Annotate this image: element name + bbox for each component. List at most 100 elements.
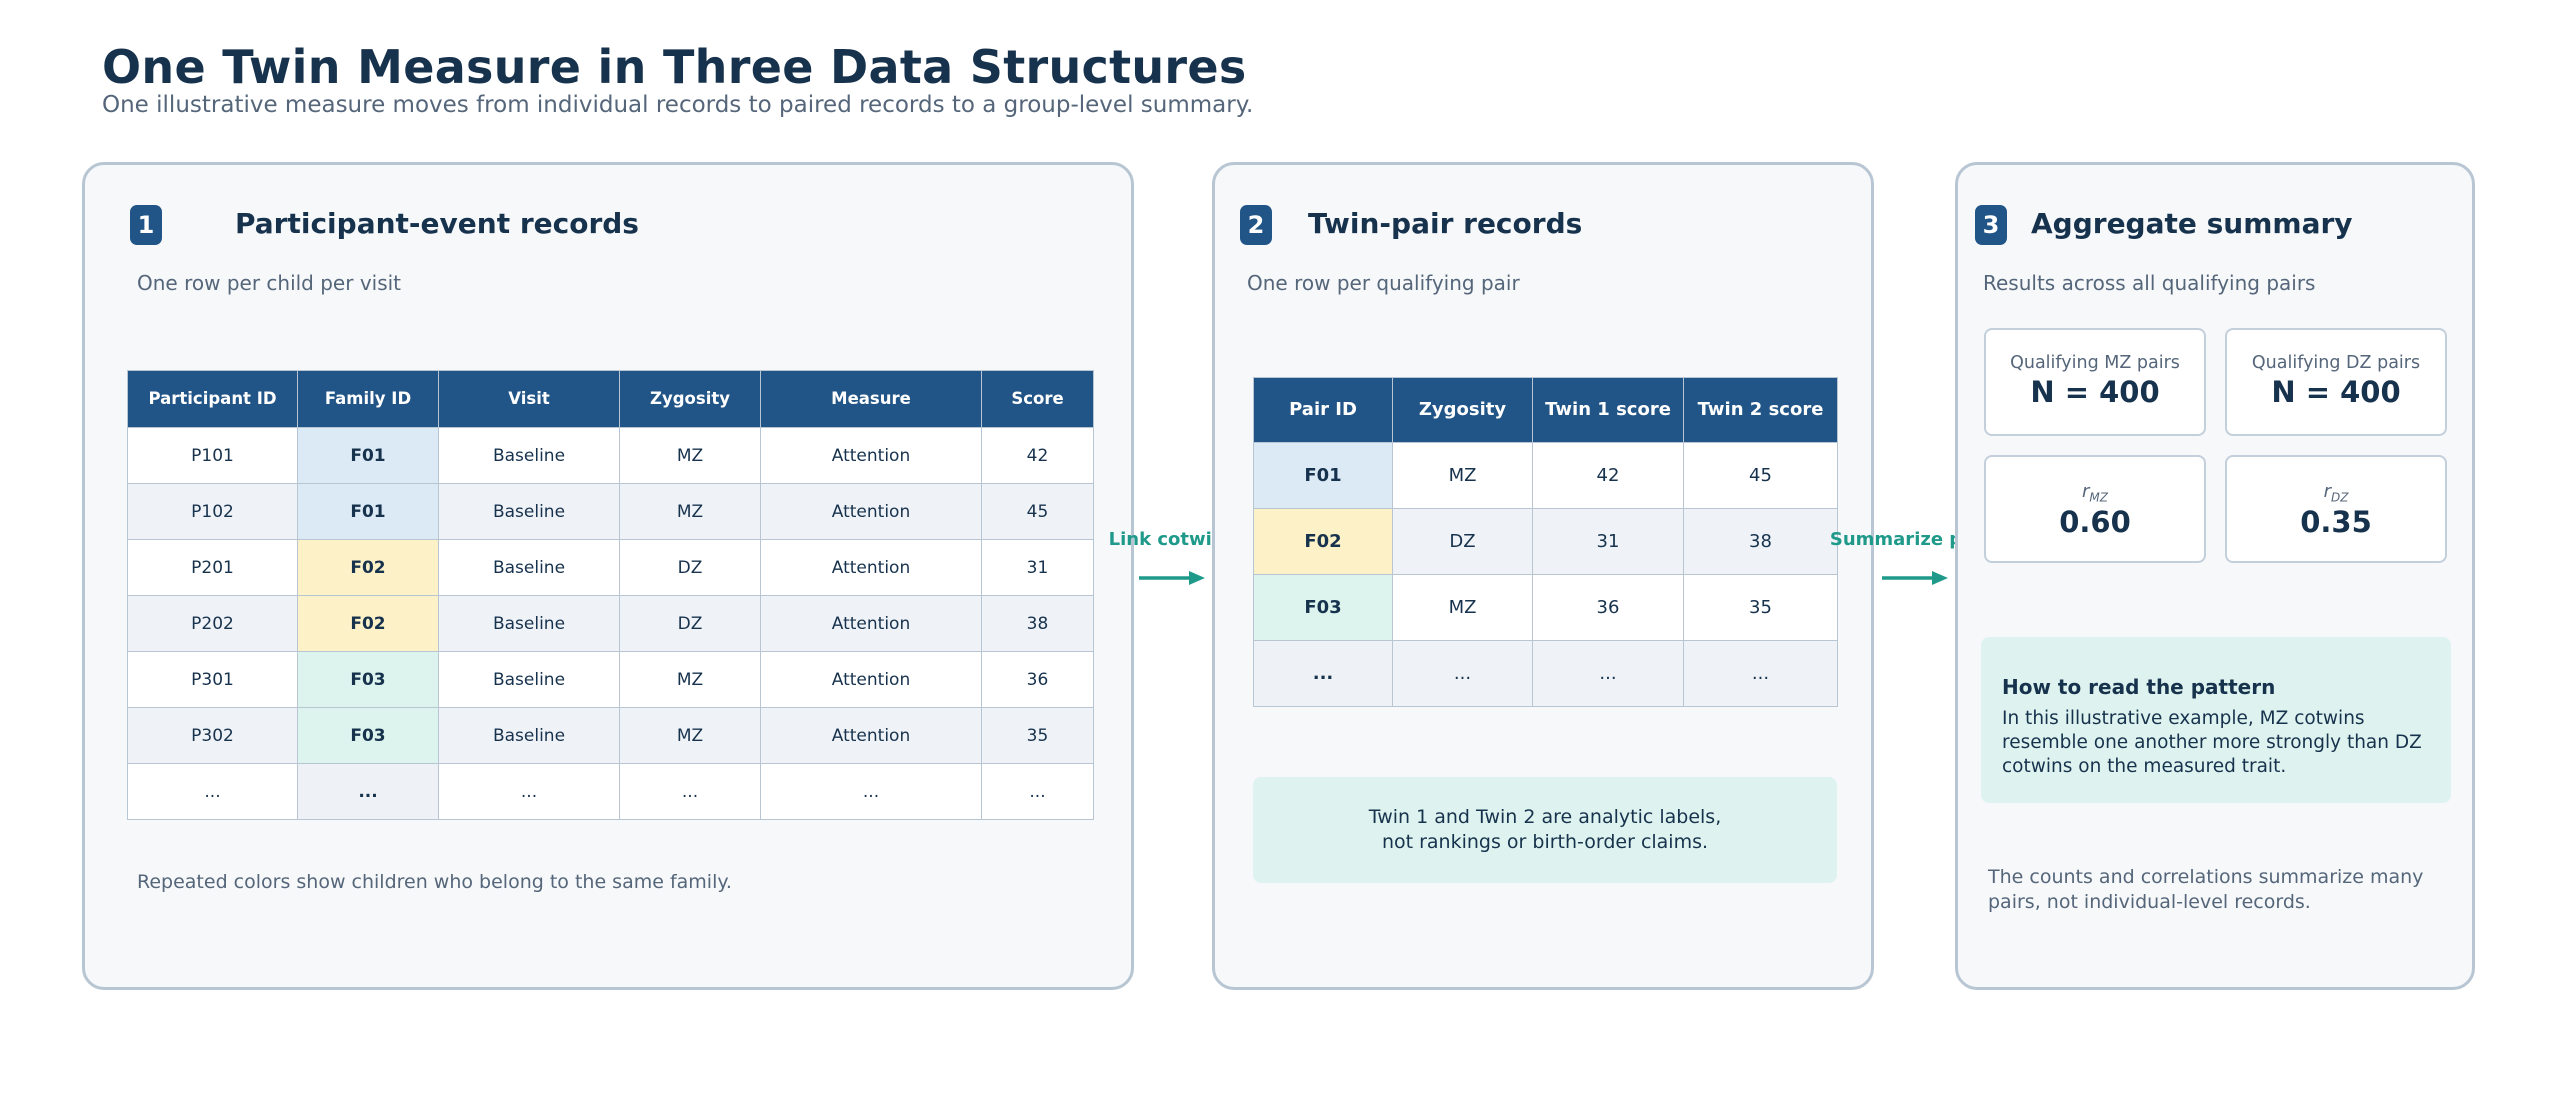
panel-title-participant-event: Participant-event records bbox=[235, 207, 639, 240]
table-cell: 42 bbox=[981, 427, 1094, 484]
table-header-row: Participant ID Family ID Visit Zygosity … bbox=[127, 370, 1094, 428]
table-cell: P302 bbox=[127, 707, 298, 764]
table-cell: ... bbox=[127, 763, 298, 820]
table-row: P202 F02 Baseline DZ Attention 38 bbox=[127, 595, 1094, 652]
step-badge-1: 1 bbox=[130, 205, 162, 245]
table-cell: MZ bbox=[619, 707, 761, 764]
table-cell: ... bbox=[1532, 640, 1684, 707]
table-cell: DZ bbox=[619, 539, 761, 596]
table-row: ... ... ... ... ... ... bbox=[127, 763, 1094, 820]
column-header: Pair ID bbox=[1253, 377, 1393, 443]
table-cell: ... bbox=[760, 763, 982, 820]
table-row: ... ... ... ... bbox=[1253, 640, 1838, 707]
column-header: Twin 1 score bbox=[1532, 377, 1684, 443]
table-cell: Baseline bbox=[438, 595, 620, 652]
table-cell: P102 bbox=[127, 483, 298, 540]
table-cell: Attention bbox=[760, 707, 982, 764]
table-cell: 38 bbox=[981, 595, 1094, 652]
table-cell: Attention bbox=[760, 595, 982, 652]
pair-id-cell: F01 bbox=[1253, 442, 1393, 509]
table-cell: ... bbox=[438, 763, 620, 820]
table-cell: DZ bbox=[619, 595, 761, 652]
aggregate-footnote: The counts and correlations summarize ma… bbox=[1988, 866, 2424, 913]
family-id-cell: ... bbox=[297, 763, 439, 820]
aggregate-summary-panel: 3 Aggregate summary Results across all q… bbox=[1955, 162, 2475, 990]
table-cell: MZ bbox=[1392, 442, 1533, 509]
table-cell: 35 bbox=[981, 707, 1094, 764]
page-subtitle: One illustrative measure moves from indi… bbox=[102, 92, 1254, 118]
family-id-cell: F03 bbox=[297, 707, 439, 764]
twin-pair-panel: 2 Twin-pair records One row per qualifyi… bbox=[1212, 162, 1874, 990]
page-title: One Twin Measure in Three Data Structure… bbox=[102, 40, 1247, 94]
table-row: F03 MZ 36 35 bbox=[1253, 574, 1838, 641]
column-header: Measure bbox=[760, 370, 982, 428]
column-header: Zygosity bbox=[619, 370, 761, 428]
table-cell: ... bbox=[619, 763, 761, 820]
table-cell: Baseline bbox=[438, 707, 620, 764]
dz-correlation-symbol: rDZ bbox=[2323, 481, 2349, 505]
family-id-cell: F01 bbox=[297, 427, 439, 484]
table-cell: Baseline bbox=[438, 483, 620, 540]
column-header: Participant ID bbox=[127, 370, 298, 428]
table-cell: ... bbox=[1392, 640, 1533, 707]
table-cell: 45 bbox=[981, 483, 1094, 540]
table-cell: ... bbox=[1683, 640, 1838, 707]
table-cell: 45 bbox=[1683, 442, 1838, 509]
twin-label-note-line: not rankings or birth-order claims. bbox=[1381, 831, 1709, 853]
table-row: P201 F02 Baseline DZ Attention 31 bbox=[127, 539, 1094, 596]
table-cell: 35 bbox=[1683, 574, 1838, 641]
pair-id-cell: F03 bbox=[1253, 574, 1393, 641]
table-row: P102 F01 Baseline MZ Attention 45 bbox=[127, 483, 1094, 540]
table-cell: 38 bbox=[1683, 508, 1838, 575]
table-row: F01 MZ 42 45 bbox=[1253, 442, 1838, 509]
mz-correlation-symbol: rMZ bbox=[2082, 481, 2108, 505]
twin-label-note-line: Twin 1 and Twin 2 are analytic labels, bbox=[1368, 806, 1722, 829]
table-cell: 36 bbox=[1532, 574, 1684, 641]
twin-label-note: Twin 1 and Twin 2 are analytic labels, n… bbox=[1253, 777, 1837, 883]
table-header-row: Pair ID Zygosity Twin 1 score Twin 2 sco… bbox=[1253, 377, 1838, 443]
table-cell: P301 bbox=[127, 651, 298, 708]
panel-title-twin-pair: Twin-pair records bbox=[1308, 207, 1583, 240]
family-id-cell: F02 bbox=[297, 539, 439, 596]
table-cell: Attention bbox=[760, 651, 982, 708]
pair-id-cell: F02 bbox=[1253, 508, 1393, 575]
table-cell: Baseline bbox=[438, 651, 620, 708]
dz-pairs-card: Qualifying DZ pairs N = 400 bbox=[2225, 328, 2447, 436]
column-header: Zygosity bbox=[1392, 377, 1533, 443]
table-row: P301 F03 Baseline MZ Attention 36 bbox=[127, 651, 1094, 708]
table-cell: ... bbox=[981, 763, 1094, 820]
family-id-cell: F02 bbox=[297, 595, 439, 652]
family-id-cell: F01 bbox=[297, 483, 439, 540]
step-badge-3: 3 bbox=[1975, 205, 2007, 245]
panel-title-aggregate: Aggregate summary bbox=[2031, 207, 2353, 240]
panel-description-aggregate: Results across all qualifying pairs bbox=[1983, 271, 2316, 295]
table-cell: Baseline bbox=[438, 539, 620, 596]
column-header: Twin 2 score bbox=[1683, 377, 1838, 443]
table-cell: Baseline bbox=[438, 427, 620, 484]
dz-pairs-value: N = 400 bbox=[2271, 375, 2401, 409]
family-color-note: Repeated colors show children who belong… bbox=[137, 871, 732, 893]
table-cell: Attention bbox=[760, 427, 982, 484]
mz-pairs-label: Qualifying MZ pairs bbox=[2010, 353, 2180, 373]
table-cell: P202 bbox=[127, 595, 298, 652]
panel-description-twin-pair: One row per qualifying pair bbox=[1247, 271, 1520, 295]
mz-correlation-value: 0.60 bbox=[2059, 504, 2131, 539]
table-row: P101 F01 Baseline MZ Attention 42 bbox=[127, 427, 1094, 484]
link-cotwins-label: Link cotwins bbox=[1108, 529, 1236, 550]
table-row: F02 DZ 31 38 bbox=[1253, 508, 1838, 575]
step-badge-2: 2 bbox=[1240, 205, 1272, 245]
participant-event-table: Participant ID Family ID Visit Zygosity … bbox=[127, 370, 1094, 820]
mz-pairs-card: Qualifying MZ pairs N = 400 bbox=[1984, 328, 2206, 436]
read-pattern-callout: How to read the pattern In this illustra… bbox=[1981, 637, 2451, 803]
dz-correlation-card: rDZ 0.35 bbox=[2225, 455, 2447, 563]
table-cell: 31 bbox=[981, 539, 1094, 596]
table-cell: MZ bbox=[1392, 574, 1533, 641]
table-cell: 31 bbox=[1532, 508, 1684, 575]
participant-event-panel: 1 Participant-event records One row per … bbox=[82, 162, 1134, 990]
dz-correlation-value: 0.35 bbox=[2300, 504, 2372, 539]
panel-description-participant-event: One row per child per visit bbox=[137, 271, 402, 295]
right-arrow-icon bbox=[1882, 571, 1948, 585]
mz-pairs-value: N = 400 bbox=[2030, 375, 2160, 409]
table-cell: MZ bbox=[619, 427, 761, 484]
table-cell: 36 bbox=[981, 651, 1094, 708]
